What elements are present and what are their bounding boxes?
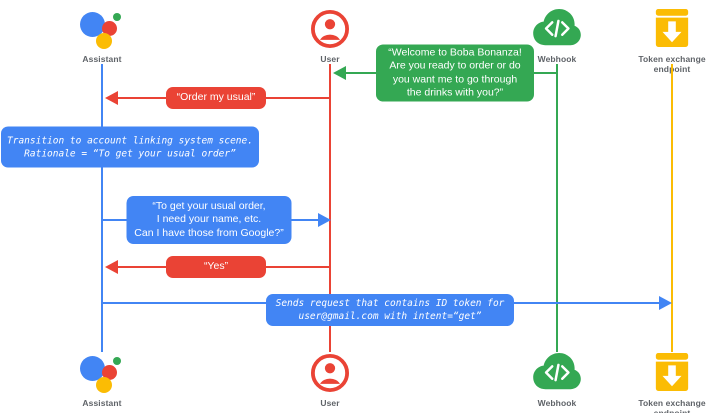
message-bubble-transition-system-scene: Transition to account linking system sce…	[1, 126, 259, 168]
actor-webhook-bottom: Webhook	[497, 350, 617, 408]
message-bubble-order-my-usual: “Order my usual”	[166, 87, 266, 109]
user-avatar-icon	[311, 354, 349, 392]
user-avatar-icon	[311, 10, 349, 48]
actor-label-assistant: Assistant	[82, 54, 122, 64]
actor-webhook-top: Webhook	[497, 6, 617, 64]
lifeline-webhook	[556, 64, 558, 352]
actor-label-token-endpoint-bottom: Token exchange endpoint	[638, 398, 706, 413]
message-text-welcome: “Welcome to Boba Bonanza! Are you ready …	[388, 46, 522, 99]
actor-label-assistant-bottom: Assistant	[82, 398, 122, 408]
message-bubble-consent-prompt: “To get your usual order, I need your na…	[126, 196, 292, 244]
actor-label-user: User	[320, 54, 340, 64]
message-bubble-token-request: Sends request that contains ID token for…	[266, 294, 514, 326]
actor-assistant-top: Assistant	[42, 6, 162, 64]
assistant-icon-wrap-bottom	[42, 350, 162, 396]
user-icon-wrap	[270, 6, 390, 52]
google-assistant-logo-icon	[80, 352, 124, 394]
cloud-code-icon	[533, 9, 581, 46]
download-box-icon	[655, 353, 689, 392]
token-endpoint-icon-wrap	[612, 6, 725, 52]
assistant-icon-wrap	[42, 6, 162, 52]
actor-user-top: User	[270, 6, 390, 64]
message-bubble-welcome: “Welcome to Boba Bonanza! Are you ready …	[376, 44, 534, 102]
actor-token-endpoint-bottom: Token exchange endpoint	[612, 350, 725, 413]
cloud-code-icon	[533, 353, 581, 390]
actor-label-token-endpoint: Token exchange endpoint	[638, 54, 706, 74]
arrow-head-welcome	[333, 66, 346, 80]
webhook-icon-wrap	[497, 6, 617, 52]
actor-assistant-bottom: Assistant	[42, 350, 162, 408]
message-text-consent-prompt: “To get your usual order, I need your na…	[134, 199, 284, 239]
lifeline-token-endpoint	[671, 64, 673, 352]
message-text-transition-system-scene: Transition to account linking system sce…	[7, 135, 253, 159]
token-endpoint-icon-wrap-bottom	[612, 350, 725, 396]
arrow-head-token-request	[659, 296, 672, 310]
actor-label-user-bottom: User	[320, 398, 340, 408]
arrow-head-order-my-usual	[105, 91, 118, 105]
actor-label-webhook-bottom: Webhook	[537, 398, 577, 408]
message-text-yes: “Yes”	[203, 260, 229, 273]
webhook-icon-wrap-bottom	[497, 350, 617, 396]
google-assistant-logo-icon	[80, 8, 124, 50]
download-box-icon	[655, 9, 689, 48]
actor-token-endpoint-top: Token exchange endpoint	[612, 6, 725, 74]
message-text-token-request: Sends request that contains ID token for…	[275, 298, 505, 322]
message-text-order-my-usual: “Order my usual”	[176, 91, 256, 104]
actor-user-bottom: User	[270, 350, 390, 408]
message-bubble-yes: “Yes”	[166, 256, 266, 278]
arrow-head-yes	[105, 260, 118, 274]
user-icon-wrap-bottom	[270, 350, 390, 396]
lifeline-user	[329, 64, 331, 352]
lifeline-assistant	[101, 64, 103, 352]
arrow-head-consent-prompt	[318, 213, 331, 227]
actor-label-webhook: Webhook	[537, 54, 577, 64]
